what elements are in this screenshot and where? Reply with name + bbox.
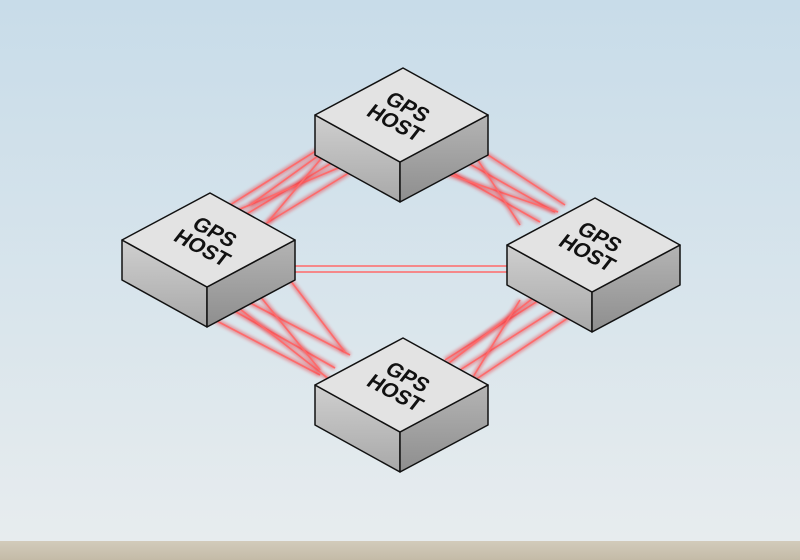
box-top-face (506, 197, 681, 293)
fiber-link (267, 147, 331, 223)
fiber-link (234, 304, 331, 381)
fiber-link (229, 141, 331, 206)
box-top-face (314, 67, 489, 163)
fiber-link (474, 309, 581, 381)
ground (0, 541, 800, 560)
fiber-link (254, 289, 321, 371)
fiber-link (459, 299, 571, 371)
fiber-link (289, 279, 346, 353)
fiber-link (469, 299, 521, 383)
fiber-link (214, 319, 321, 376)
box-top-face (314, 337, 489, 433)
fiber-link (234, 294, 351, 356)
box-top-face (121, 192, 296, 288)
